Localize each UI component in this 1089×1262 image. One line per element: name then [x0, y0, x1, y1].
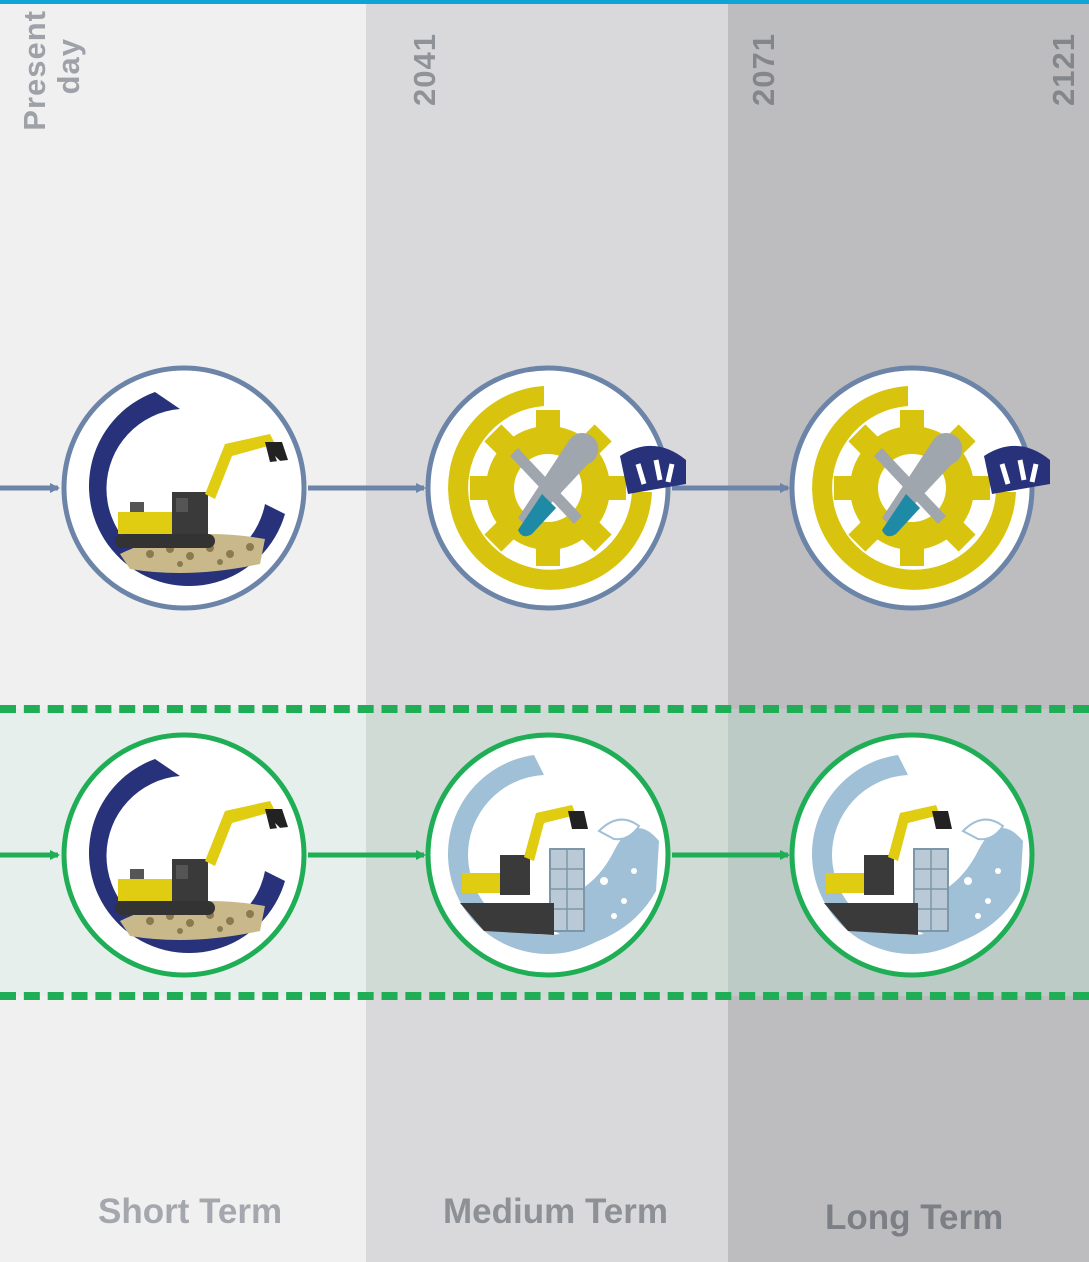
excavator-seawall-icon — [425, 732, 671, 978]
excavator-seawall-icon — [789, 732, 1035, 978]
green-band-top-dash — [0, 705, 1089, 713]
excavator-icon — [61, 365, 307, 611]
green-band-bottom-dash — [0, 992, 1089, 1000]
short-term-label: Short Term — [98, 1192, 283, 1231]
short-term-column — [0, 0, 366, 1262]
green-node-seawall-long — [788, 731, 1036, 979]
blue-node-maintenance-long — [788, 364, 1060, 612]
excavator-icon — [61, 732, 307, 978]
medium-term-column — [366, 0, 728, 1262]
green-node-excavator — [60, 731, 308, 979]
green-node-seawall-medium — [424, 731, 672, 979]
long-term-label: Long Term — [825, 1198, 1004, 1237]
maintenance-icon — [789, 365, 1050, 611]
long-term-column — [728, 0, 1089, 1262]
blue-node-maintenance-medium — [424, 364, 696, 612]
maintenance-icon — [425, 365, 686, 611]
top-accent-bar — [0, 0, 1089, 4]
blue-node-excavator — [60, 364, 308, 612]
medium-term-label: Medium Term — [443, 1192, 668, 1231]
